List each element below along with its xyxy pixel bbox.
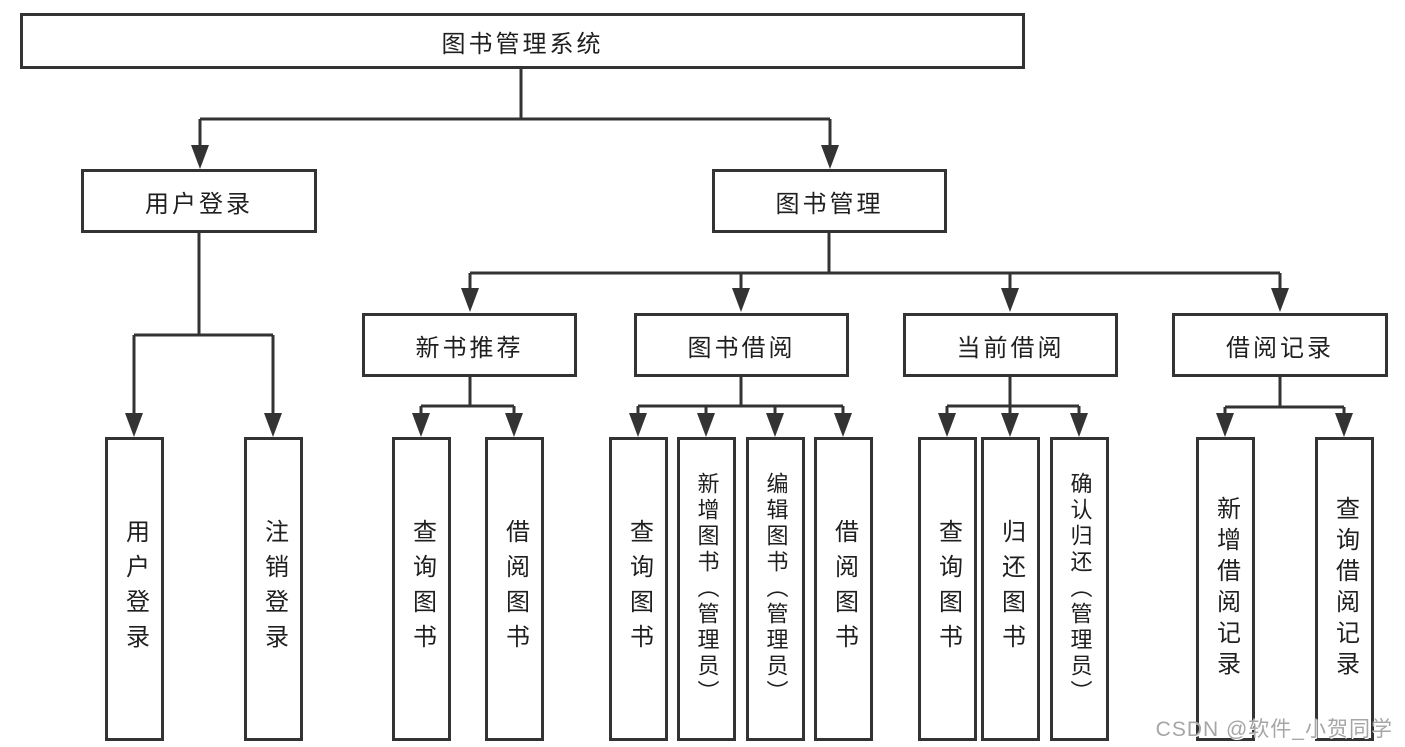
leaf-edit-books-admin: 编辑图书（管理员） [746, 437, 805, 741]
node-borrowing-records: 借阅记录 [1172, 313, 1388, 377]
node-library-system-label: 图书管理系统 [441, 30, 604, 58]
leaf-query-books-borrowing-label: 查询图书 [625, 519, 653, 659]
node-current-borrowing-label: 当前借阅 [956, 334, 1065, 362]
leaf-query-books-recommend-label: 查询图书 [408, 519, 436, 659]
leaf-add-books-admin-label: 新增图书（管理员） [694, 472, 720, 706]
leaf-user-login-label: 用户登录 [121, 519, 149, 659]
leaf-edit-books-admin-label: 编辑图书（管理员） [763, 472, 789, 706]
leaf-query-books-current-label: 查询图书 [934, 519, 962, 659]
leaf-query-borrow-record-label: 查询借阅记录 [1331, 496, 1359, 682]
node-book-management: 图书管理 [712, 169, 947, 233]
leaf-borrow-books-label: 借阅图书 [830, 519, 858, 659]
leaf-borrow-books-recommend: 借阅图书 [485, 437, 544, 741]
leaf-user-login: 用户登录 [105, 437, 164, 741]
leaf-logout-label: 注销登录 [260, 519, 288, 659]
leaf-confirm-return-admin-label: 确认归还（管理员） [1067, 472, 1093, 706]
leaf-query-books-borrowing: 查询图书 [609, 437, 668, 741]
leaf-query-books-current: 查询图书 [918, 437, 977, 741]
leaf-add-books-admin: 新增图书（管理员） [677, 437, 736, 741]
leaf-add-borrow-record-label: 新增借阅记录 [1212, 496, 1240, 682]
leaf-query-borrow-record: 查询借阅记录 [1315, 437, 1374, 741]
node-book-borrowing-label: 图书借阅 [687, 334, 796, 362]
leaf-borrow-books: 借阅图书 [814, 437, 873, 741]
node-new-book-recommend: 新书推荐 [362, 313, 577, 377]
node-user-login-label: 用户登录 [145, 190, 253, 218]
watermark: CSDN @软件_小贺同学 [1155, 718, 1393, 741]
node-current-borrowing: 当前借阅 [903, 313, 1118, 377]
node-book-management-label: 图书管理 [775, 190, 884, 218]
node-borrowing-records-label: 借阅记录 [1226, 334, 1334, 362]
leaf-confirm-return-admin: 确认归还（管理员） [1050, 437, 1109, 741]
node-new-book-recommend-label: 新书推荐 [415, 334, 524, 362]
leaf-add-borrow-record: 新增借阅记录 [1196, 437, 1255, 741]
leaf-return-books: 归还图书 [981, 437, 1040, 741]
leaf-query-books-recommend: 查询图书 [392, 437, 451, 741]
leaf-return-books-label: 归还图书 [997, 519, 1025, 659]
node-user-login: 用户登录 [81, 169, 317, 233]
node-book-borrowing: 图书借阅 [634, 313, 849, 377]
node-library-system: 图书管理系统 [20, 13, 1025, 69]
leaf-logout: 注销登录 [244, 437, 303, 741]
leaf-borrow-books-recommend-label: 借阅图书 [501, 519, 529, 659]
